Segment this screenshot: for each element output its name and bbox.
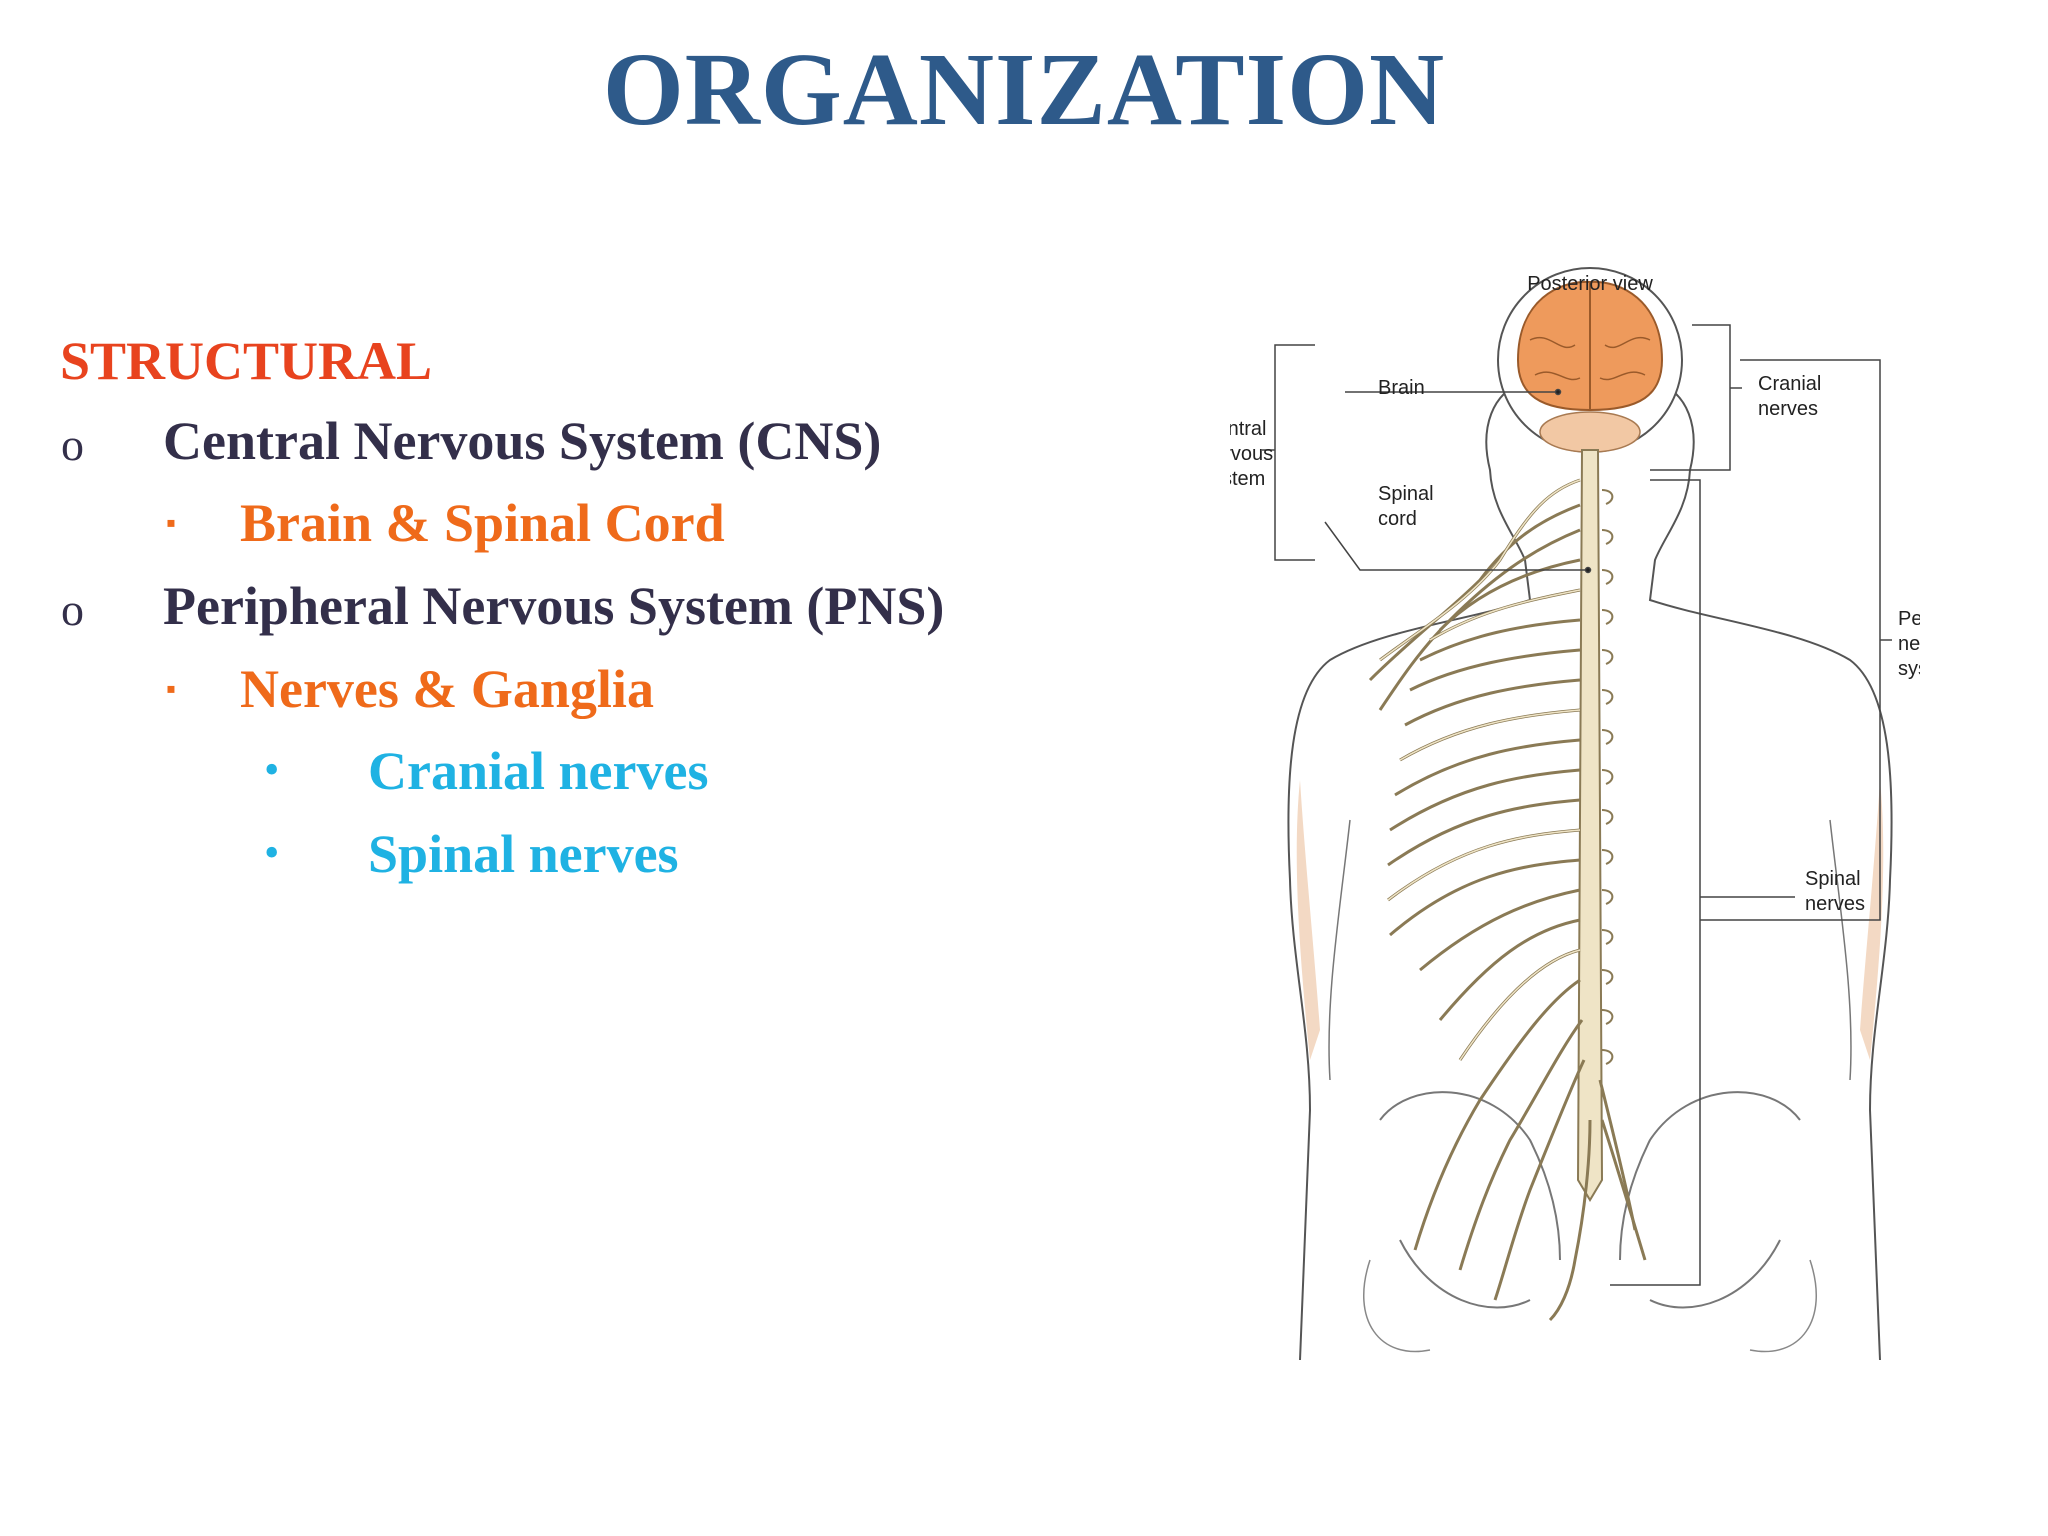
slide-title: ORGANIZATION: [602, 32, 1446, 147]
label-spinal-nerves-line2: nerves: [1805, 893, 1865, 915]
circle-bullet-icon: o: [61, 584, 84, 635]
list-item-label: Spinal nerves: [368, 824, 679, 884]
label-brain: Brain: [1378, 377, 1425, 399]
cerebellum: [1539, 411, 1641, 453]
label-cranial-line1: Cranial: [1758, 373, 1821, 395]
pelvis: [1379, 1091, 1801, 1309]
label-cns-line2: nervous: [1230, 443, 1273, 465]
label-spinal-nerves-line1: Spinal: [1805, 868, 1861, 890]
nervous-system-illustration: Posterior view Brain Central nervous sys…: [1230, 267, 1920, 1361]
spinal-cord: [1576, 449, 1604, 1202]
dot-bullet-icon: •: [264, 828, 280, 877]
list-item-pns: o Peripheral Nervous System (PNS): [61, 575, 945, 637]
label-spinal-cord-line2: cord: [1378, 508, 1417, 530]
label-cranial-line2: nerves: [1758, 398, 1818, 420]
dot-bullet-icon: •: [264, 745, 280, 794]
list-item-label: Cranial nerves: [368, 741, 709, 801]
square-bullet-icon: ▪: [166, 674, 176, 705]
label-pns-line1: Peripheral: [1898, 608, 1920, 630]
list-item-cns: o Central Nervous System (CNS): [61, 410, 882, 472]
list-item-brain-spinal-cord: ▪ Brain & Spinal Cord: [166, 492, 725, 554]
list-item-label: Brain & Spinal Cord: [240, 493, 725, 553]
label-spinal-cord-line1: Spinal: [1378, 483, 1434, 505]
list-item-label: Central Nervous System (CNS): [163, 411, 882, 471]
list-item-spinal-nerves: • Spinal nerves: [264, 823, 679, 885]
label-cns-line1: Central: [1230, 418, 1266, 440]
list-item-label: Peripheral Nervous System (PNS): [163, 576, 945, 636]
label-cns-line3: system: [1230, 468, 1265, 490]
figure-view-label: Posterior view: [1527, 273, 1653, 295]
label-pns-line3: system: [1898, 658, 1920, 680]
square-bullet-icon: ▪: [166, 508, 176, 539]
list-item-nerves-ganglia: ▪ Nerves & Ganglia: [166, 658, 654, 720]
circle-bullet-icon: o: [61, 419, 84, 470]
list-item-cranial-nerves: • Cranial nerves: [264, 740, 709, 802]
list-item-label: Nerves & Ganglia: [240, 659, 654, 719]
section-heading: STRUCTURAL: [60, 331, 433, 391]
label-pns-line2: nervous: [1898, 633, 1920, 655]
